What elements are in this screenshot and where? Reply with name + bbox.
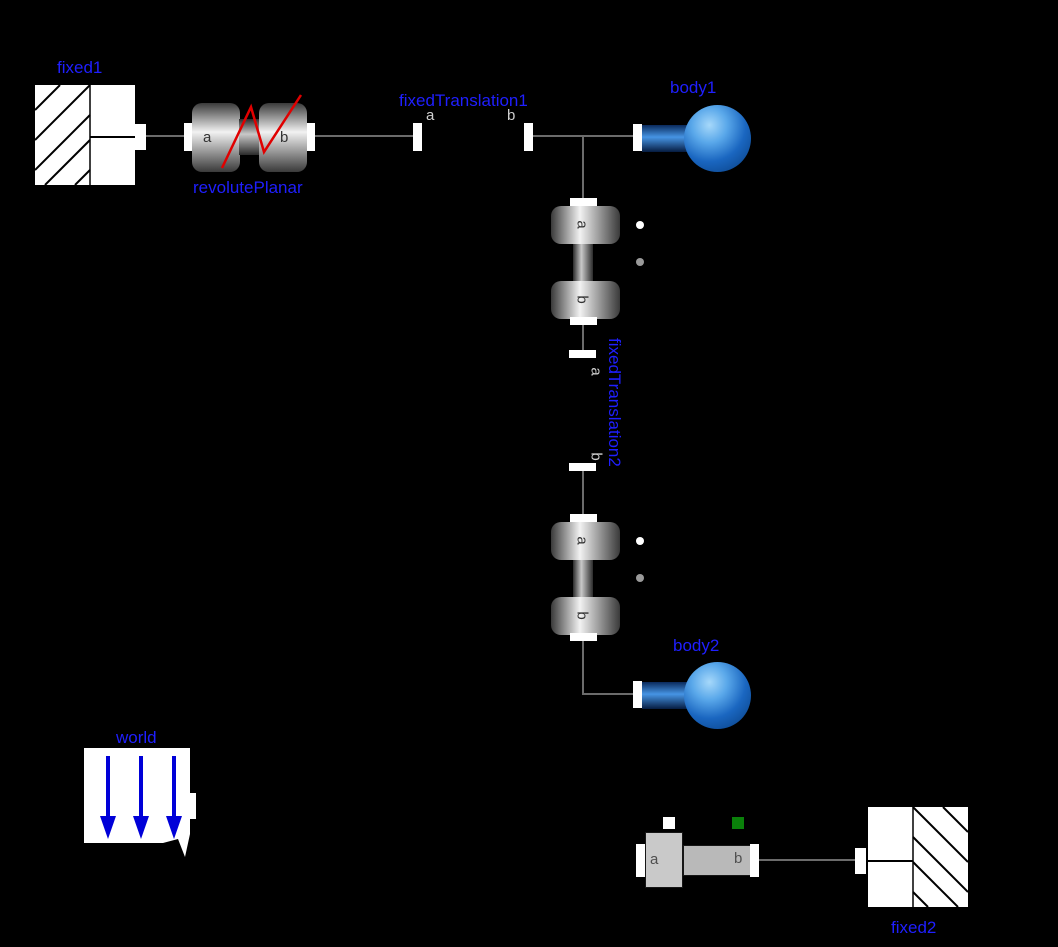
joint1-frame-a-connector[interactable] (570, 198, 597, 206)
revoluteplanar-cylinder-a[interactable] (192, 103, 240, 172)
fixedtranslation2-frame-b-connector[interactable] (569, 463, 596, 471)
fixedtranslation2-frame-a-connector[interactable] (569, 350, 596, 358)
joint2-frame-b-connector[interactable] (570, 633, 597, 641)
prismatic-slider-bar[interactable] (683, 845, 754, 876)
joint1-white-dot (636, 221, 644, 229)
body2-frame-connector[interactable] (633, 681, 642, 708)
joint2-white-dot (636, 537, 644, 545)
fixedtranslation1-port-b-label: b (507, 107, 516, 124)
connection-junction-joint1[interactable] (582, 137, 584, 199)
prismatic-port-a-label: a (650, 851, 659, 868)
revoluteplanar-port-b-label: b (280, 129, 289, 146)
prismatic-free-dof-square (662, 816, 676, 830)
body2-label: body2 (673, 636, 720, 655)
connection-fixedtranslation2-joint2[interactable] (582, 471, 584, 515)
body1-frame-connector[interactable] (633, 124, 642, 151)
body2-cylinder[interactable] (642, 682, 692, 709)
fixed2-frame-connector[interactable] (855, 848, 866, 874)
revoluteplanar-frame-a-connector[interactable] (184, 123, 192, 151)
planar-constraint-zigzag-icon (220, 94, 303, 169)
body1-sphere[interactable] (684, 105, 751, 172)
joint1-port-b-label: b (573, 295, 591, 304)
gravity-arrows (100, 756, 182, 839)
fixed1-label: fixed1 (57, 58, 103, 77)
fixedtranslation1-frame-b-connector[interactable] (524, 123, 533, 151)
revoluteplanar-label: revolutePlanar (193, 178, 303, 197)
connection-joint1-fixedtranslation2[interactable] (582, 324, 584, 351)
joint1-cylinder-a[interactable] (551, 206, 620, 244)
fixedtranslation2-label: fixedTranslation2 (605, 338, 624, 467)
joint1-gray-dot (636, 258, 644, 266)
prismatic-frame-a-connector[interactable] (636, 844, 645, 877)
joint2-cylinder-a[interactable] (551, 522, 620, 560)
prismatic-port-b-label: b (734, 850, 743, 867)
joint1-frame-b-connector[interactable] (570, 317, 597, 325)
body1-cylinder[interactable] (642, 125, 692, 152)
joint2-port-a-label: a (573, 536, 591, 545)
connection-joint2-body2[interactable] (582, 693, 635, 695)
fixedtranslation2-port-a-label: a (587, 367, 605, 376)
joint2-port-b-label: b (573, 611, 591, 620)
fixed1-hatching (35, 85, 135, 185)
fixedtranslation1-label: fixedTranslation1 (399, 91, 528, 110)
fixedtranslation1-frame-a-connector[interactable] (413, 123, 422, 151)
revoluteplanar-cylinder-b[interactable] (259, 103, 307, 172)
fixed2-hatching (868, 807, 968, 907)
joint1-cylinder-b[interactable] (551, 281, 620, 319)
joint2-frame-a-connector[interactable] (570, 514, 597, 522)
joint2-cylinder-b[interactable] (551, 597, 620, 635)
joint2-shaft[interactable] (573, 560, 593, 597)
fixed2-icon[interactable] (868, 807, 968, 907)
connection-prismatic-fixed2[interactable] (759, 859, 856, 861)
body2-sphere[interactable] (684, 662, 751, 729)
prismatic-constrained-dof-square (731, 816, 745, 830)
joint2-gray-dot (636, 574, 644, 582)
fixed2-label: fixed2 (891, 918, 937, 937)
fixedtranslation2-port-b-label: b (587, 452, 605, 461)
revoluteplanar-port-a-label: a (203, 129, 212, 146)
body1-label: body1 (670, 78, 717, 97)
connection-revoluteplanar-fixedtranslation1[interactable] (315, 135, 414, 137)
revoluteplanar-frame-b-connector[interactable] (307, 123, 315, 151)
prismatic-guide-box[interactable] (645, 832, 683, 888)
world-frame-connector[interactable] (186, 793, 196, 819)
prismatic-frame-b-connector[interactable] (750, 844, 759, 877)
fixedtranslation1-body[interactable] (422, 128, 524, 145)
revoluteplanar-shaft[interactable] (239, 119, 260, 155)
joint1-port-a-label: a (573, 220, 591, 229)
connection-joint2-down[interactable] (582, 641, 584, 694)
fixed1-frame-connector[interactable] (135, 124, 146, 150)
joint1-shaft[interactable] (573, 244, 593, 281)
connection-fixed1-revoluteplanar[interactable] (146, 135, 186, 137)
connection-fixedtranslation1-body1[interactable] (533, 135, 634, 137)
world-label: world (116, 728, 157, 747)
fixedtranslation2-body[interactable] (574, 358, 591, 463)
fixedtranslation1-port-a-label: a (426, 107, 435, 124)
fixed1-icon[interactable] (35, 85, 135, 185)
world-icon[interactable] (84, 746, 194, 858)
